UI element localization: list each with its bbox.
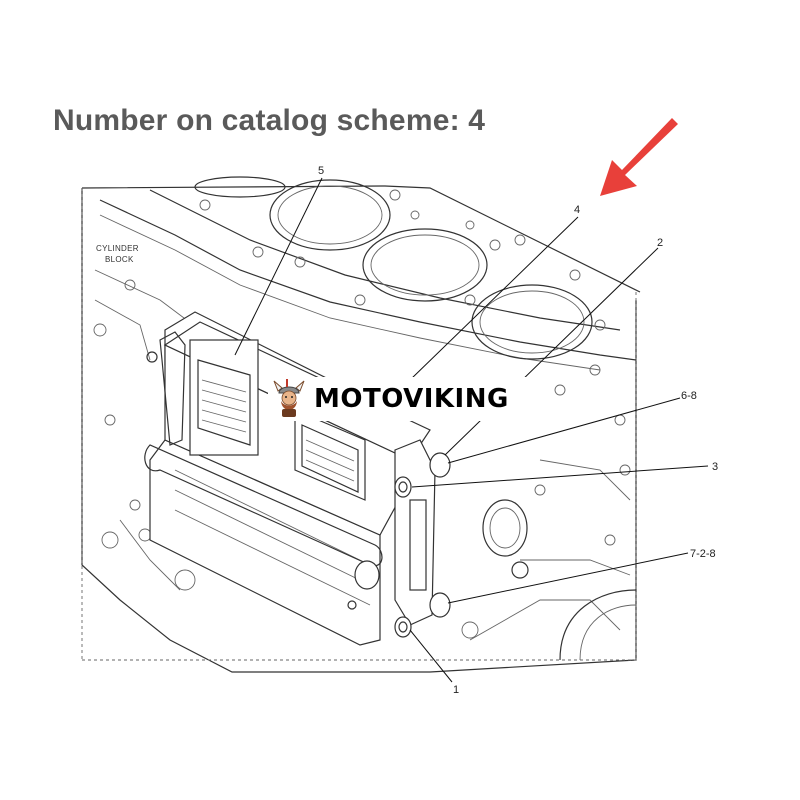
callout-2: 2 <box>657 237 663 249</box>
leader-2 <box>444 247 659 456</box>
leader-4 <box>409 216 579 381</box>
block-label-line1: CYLINDER <box>96 244 139 253</box>
callout-7-2-8: 7-2-8 <box>690 548 716 560</box>
callout-3: 3 <box>712 461 718 473</box>
leader-7-2-8 <box>447 552 689 604</box>
catalog-number-heading: Number on catalog scheme: 4 <box>53 104 486 137</box>
arrow-pointer-icon <box>600 118 678 196</box>
callout-5: 5 <box>318 165 324 177</box>
watermark-logo: MOTOVIKING <box>268 377 535 421</box>
viking-mascot-icon <box>273 379 305 417</box>
ecm-module <box>144 311 451 646</box>
leader-6-8 <box>447 397 681 464</box>
leader-5 <box>234 177 323 356</box>
block-label-line2: BLOCK <box>105 255 134 264</box>
cylinder-block-outline <box>81 176 641 673</box>
callout-6-8: 6-8 <box>681 390 697 402</box>
leader-1 <box>409 629 453 683</box>
callout-1: 1 <box>453 684 459 696</box>
callout-4: 4 <box>574 204 580 216</box>
logo-text: MOTOVIKING <box>314 384 509 414</box>
leader-3 <box>411 465 709 488</box>
